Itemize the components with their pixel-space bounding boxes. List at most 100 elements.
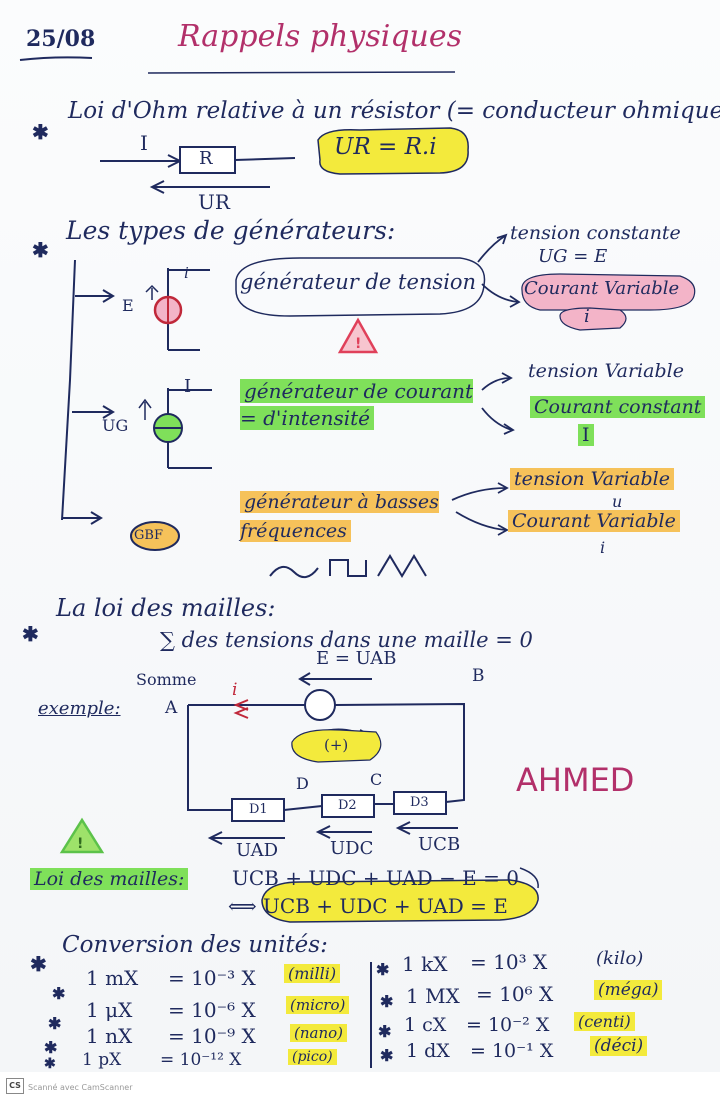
conv-r4-prefix: (déci) bbox=[590, 1036, 648, 1056]
conv-l3-rhs: = 10⁻⁹ X bbox=[168, 1024, 256, 1048]
conv-r1-lhs: 1 kX bbox=[402, 952, 448, 976]
gen1-current-label: i bbox=[184, 264, 189, 282]
gen3-prop-4: i bbox=[600, 538, 606, 557]
conv-l4-lhs: 1 pX bbox=[82, 1050, 122, 1070]
ohm-formula: UR = R.i bbox=[334, 134, 437, 160]
gen1-prop-1: tension constante bbox=[510, 222, 681, 244]
conv-bullet-r2: ✱ bbox=[380, 992, 394, 1011]
scanner-footer: CS Scanné avec CamScanner bbox=[0, 1072, 720, 1103]
gen3-prop-1-text: tension Variable bbox=[510, 468, 674, 490]
gen2-name-text: générateur de courant = d'intensité bbox=[240, 379, 474, 430]
dipole-d1: D1 bbox=[249, 802, 268, 817]
gen2-prop-3-text: I bbox=[578, 424, 594, 446]
generator-tree bbox=[61, 259, 115, 525]
ohm-voltage-label: UR bbox=[198, 190, 230, 214]
conv-bullet-r4: ✱ bbox=[380, 1046, 394, 1065]
conv-r3-prefix: (centi) bbox=[574, 1012, 635, 1031]
bullet-3: ✱ bbox=[22, 622, 39, 646]
conv-l4-rhs: = 10⁻¹² X bbox=[160, 1050, 242, 1070]
conversion-heading: Conversion des unités: bbox=[62, 932, 328, 958]
gen2-prop-3: I bbox=[578, 424, 594, 446]
conv-l1-lhs: 1 mX bbox=[86, 966, 139, 990]
law-bubble bbox=[261, 879, 539, 923]
warning-mark-2: ! bbox=[77, 836, 83, 852]
gen3-name-text: générateur à basses fréquences bbox=[240, 491, 439, 542]
loop-sign-bubble bbox=[291, 729, 382, 763]
conv-l4-prefix-text: (pico) bbox=[288, 1049, 337, 1065]
conv-bullet-l3: ✱ bbox=[44, 1038, 58, 1057]
ohm-heading: Loi d'Ohm relative à un résistor (= cond… bbox=[68, 98, 720, 124]
conv-r1-prefix: (kilo) bbox=[596, 948, 644, 969]
tension-udc: UDC bbox=[330, 838, 374, 859]
conv-r4-lhs: 1 dX bbox=[406, 1040, 450, 1062]
law-brace bbox=[519, 867, 539, 889]
conv-r3-rhs: = 10⁻² X bbox=[466, 1014, 550, 1036]
tension-uad: UAD bbox=[236, 840, 279, 861]
gen1-symbol-label: E bbox=[122, 296, 134, 315]
law-label: Loi des mailles: bbox=[30, 868, 189, 890]
conv-r2-rhs: = 10⁶ X bbox=[476, 982, 554, 1006]
conv-l3-lhs: 1 nX bbox=[86, 1024, 133, 1048]
title-underline bbox=[147, 71, 456, 74]
mailles-statement: ∑ des tensions dans une maille = 0 bbox=[160, 628, 533, 652]
resistor-diagram bbox=[100, 146, 296, 194]
date-underline bbox=[19, 56, 93, 61]
gbf-symbol bbox=[130, 521, 180, 551]
node-d: D bbox=[296, 774, 309, 793]
loop-sign: (+) bbox=[324, 736, 349, 754]
node-b: B bbox=[472, 666, 485, 686]
courant-variable-bubble-1 bbox=[521, 273, 696, 311]
gen2-prop-1: tension Variable bbox=[528, 360, 684, 382]
node-a: A bbox=[165, 698, 178, 718]
gen3-prop-3-text: Courant Variable bbox=[508, 510, 680, 532]
law-eq-1: UCB + UDC + UAD − E = 0 bbox=[232, 866, 519, 890]
gen2-symbol-label: UG bbox=[102, 416, 129, 435]
dipole-d3: D3 bbox=[410, 795, 429, 810]
law-label-text: Loi des mailles: bbox=[30, 868, 189, 890]
dipole-d2: D2 bbox=[338, 798, 357, 813]
conv-r1-rhs: = 10³ X bbox=[470, 950, 548, 974]
gen2-name: générateur de courant = d'intensité bbox=[240, 378, 490, 432]
node-c: C bbox=[370, 770, 383, 789]
i-bubble-1 bbox=[559, 307, 627, 331]
conv-bullet-l2: ✱ bbox=[48, 1014, 62, 1033]
mailles-heading: La loi des mailles: bbox=[56, 594, 276, 622]
gen1-prop-4: i bbox=[584, 306, 590, 327]
conversion-divider bbox=[370, 962, 372, 1068]
conv-l3-prefix: (nano) bbox=[290, 1024, 347, 1042]
formula-bubble bbox=[317, 127, 469, 175]
notebook-page: ! bbox=[0, 0, 720, 1072]
current-arrows bbox=[233, 699, 249, 719]
warning-triangle-2 bbox=[59, 817, 105, 854]
conv-r4-rhs: = 10⁻¹ X bbox=[470, 1040, 554, 1062]
conv-l2-prefix: (micro) bbox=[286, 996, 350, 1014]
conv-l4-prefix: (pico) bbox=[288, 1049, 337, 1065]
conv-r3-prefix-text: (centi) bbox=[574, 1012, 635, 1031]
gen3-prop-2: u bbox=[612, 492, 623, 511]
conv-l1-rhs: = 10⁻³ X bbox=[168, 966, 256, 990]
conv-l2-prefix-text: (micro) bbox=[286, 996, 350, 1014]
conv-bullet-l1: ✱ bbox=[52, 984, 66, 1003]
drawing-layer: ! bbox=[19, 56, 696, 923]
resistor-label: R bbox=[199, 148, 213, 169]
signature: AHMED bbox=[516, 761, 635, 799]
tension-ucb: UCB bbox=[418, 834, 461, 855]
conv-bullet-r1: ✱ bbox=[376, 960, 390, 979]
gen2-prop-2: Courant constant bbox=[530, 396, 706, 418]
gen1-name: générateur de tension bbox=[240, 270, 477, 294]
gen1-prop-2: UG = E bbox=[538, 246, 608, 267]
signal-waveforms bbox=[269, 554, 427, 579]
emf-label: E = UAB bbox=[316, 648, 397, 669]
conv-l1-prefix-text: (milli) bbox=[284, 964, 341, 983]
conv-r2-prefix-text: (méga) bbox=[594, 980, 663, 1000]
conv-l2-rhs: = 10⁻⁶ X bbox=[168, 998, 256, 1022]
page-title: Rappels physiques bbox=[178, 19, 462, 54]
gen3-name: générateur à basses fréquences bbox=[240, 488, 460, 545]
camscanner-logo-icon: CS bbox=[6, 1078, 24, 1094]
bullet-1: ✱ bbox=[32, 120, 49, 144]
somme-label: Somme bbox=[136, 670, 197, 689]
gen3-symbol-label: GBF bbox=[134, 528, 163, 543]
conv-l3-prefix-text: (nano) bbox=[290, 1024, 347, 1042]
conv-r2-prefix: (méga) bbox=[594, 980, 663, 1000]
ohm-current-label: I bbox=[140, 131, 148, 155]
